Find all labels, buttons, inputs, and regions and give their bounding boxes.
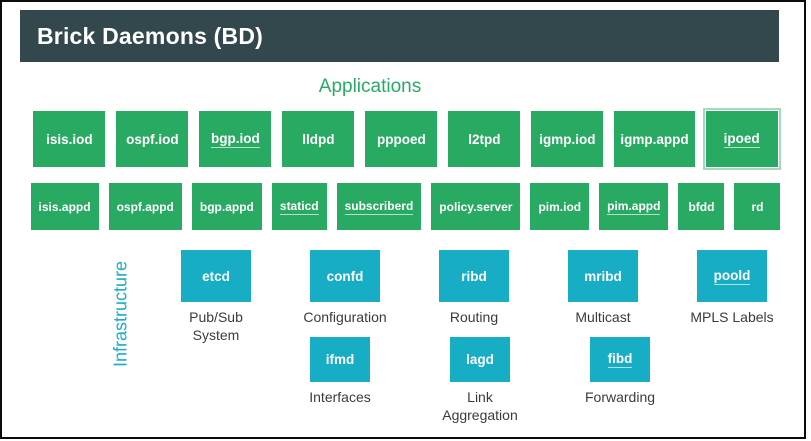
daemon-label: confd <box>326 268 364 284</box>
daemon-box-lagd: lagd <box>450 337 510 382</box>
daemon-box-igmp-iod: igmp.iod <box>531 111 604 167</box>
daemon-box-fibd[interactable]: fibd <box>590 337 650 382</box>
daemon-box-bgp-iod[interactable]: bgp.iod <box>199 111 272 167</box>
daemon-caption-confd: Configuration <box>303 309 387 325</box>
daemon-box-staticd[interactable]: staticd <box>271 183 327 230</box>
daemon-box-policy-server: policy.server <box>431 183 521 230</box>
daemon-label: fibd <box>607 351 633 368</box>
infrastructure-section-label: Infrastructure <box>110 260 131 368</box>
daemon-label: pim.appd <box>607 198 661 215</box>
daemon-label: bfdd <box>688 199 715 214</box>
daemon-label: isis.appd <box>38 199 91 214</box>
daemon-label: lldpd <box>302 131 335 147</box>
daemon-label: ipoed <box>723 130 760 148</box>
daemon-box-bgp-appd: bgp.appd <box>191 183 262 230</box>
daemon-box-ribd: ribd <box>439 250 509 302</box>
daemon-box-isis-appd: isis.appd <box>30 183 99 230</box>
daemon-box-igmp-appd: igmp.appd <box>614 111 695 167</box>
daemon-box-l2tpd: l2tpd <box>448 111 521 167</box>
daemon-caption-ribd: Routing <box>449 309 499 325</box>
daemon-label: isis.iod <box>46 131 93 147</box>
daemon-box-confd: confd <box>310 250 380 302</box>
daemon-label: igmp.appd <box>620 131 689 147</box>
daemon-label: lagd <box>466 352 494 367</box>
daemon-box-pppoed: pppoed <box>365 111 438 167</box>
daemon-label: subscriberd <box>344 198 414 215</box>
daemon-box-pim-appd[interactable]: pim.appd <box>599 183 669 230</box>
daemon-label: mribd <box>584 268 622 284</box>
daemon-box-ipoed[interactable]: ipoed <box>702 108 781 170</box>
daemon-label: ribd <box>461 268 487 284</box>
daemon-label: rd <box>751 199 764 214</box>
daemon-box-lldpd: lldpd <box>282 111 355 167</box>
page-title: Brick Daemons (BD) <box>37 22 263 49</box>
daemon-label: igmp.iod <box>539 131 596 147</box>
daemon-box-isis-iod: isis.iod <box>33 111 106 167</box>
daemon-label: l2tpd <box>468 131 501 147</box>
daemon-box-subscriberd[interactable]: subscriberd <box>336 183 422 230</box>
daemon-box-pim-iod: pim.iod <box>530 183 590 230</box>
daemon-label: policy.server <box>439 199 513 214</box>
daemon-caption-etcd: Pub/Sub System <box>189 309 243 344</box>
daemon-label: pim.iod <box>538 199 582 214</box>
daemon-caption-resmond: Resource Monitoring <box>803 308 811 345</box>
applications-row-2: isis.appd ospf.appd bgp.appd staticd subscri… <box>0 183 811 230</box>
daemon-label: ospf.appd <box>116 199 174 214</box>
daemon-label: ifmd <box>325 352 355 367</box>
daemon-caption-ifmd: Interfaces <box>309 389 371 405</box>
daemon-label: ospf.iod <box>126 131 179 147</box>
daemon-caption-poold: MPLS Labels <box>690 309 774 325</box>
daemon-label: staticd <box>279 198 319 215</box>
daemon-box-rd: rd <box>734 183 781 230</box>
daemon-label: pppoed <box>377 131 426 147</box>
daemon-caption-lagd: Link Aggregation <box>442 389 518 424</box>
daemon-box-ospf-iod: ospf.iod <box>116 111 189 167</box>
applications-row-1: isis.iod ospf.iod bgp.iod lldpd pppoed l2tpd i… <box>0 108 811 170</box>
daemon-label: bgp.appd <box>199 199 254 214</box>
daemon-label: etcd <box>202 268 230 284</box>
daemon-caption-mribd: Multicast <box>575 309 631 325</box>
daemon-box-mribd: mribd <box>568 250 638 302</box>
infra-column-resmond: resmondResource Monitoring <box>803 250 811 345</box>
title-bar: Brick Daemons (BD) <box>20 10 779 62</box>
daemon-box-poold[interactable]: poold <box>697 250 767 302</box>
applications-section-label: Applications <box>318 76 422 97</box>
daemon-box-bfdd: bfdd <box>678 183 725 230</box>
daemon-box-ospf-appd: ospf.appd <box>108 183 182 230</box>
daemon-label: bgp.iod <box>211 130 260 148</box>
daemon-label: poold <box>713 267 751 285</box>
daemon-caption-fibd: Forwarding <box>584 389 656 405</box>
daemon-box-ifmd: ifmd <box>310 337 370 382</box>
daemon-box-etcd: etcd <box>181 250 251 302</box>
